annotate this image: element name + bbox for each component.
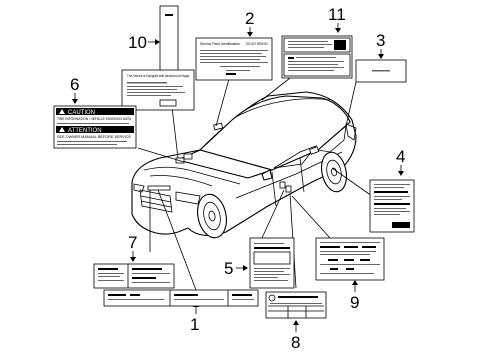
vehicle-illustration [131,91,357,239]
car-label-patch [147,185,171,191]
attention-line: SEE OWNER MANUAL BEFORE SERVICE [57,134,131,139]
car-label-patch [285,185,292,193]
callouts: 1 2 3 4 5 6 7 8 9 10 [70,5,405,352]
label-11 [281,35,353,79]
label-6: CAUTION TIRE INFORMATION / VEHICLE EMISS… [53,105,137,149]
car-mirror [261,169,273,181]
car-label-patch [183,153,193,160]
label-1 [103,289,259,307]
car-side-window-rear [317,125,347,153]
label-2-title: Service Parts Identification [200,41,240,46]
car-hood-line [143,166,241,185]
label-5 [249,237,295,289]
callout-1: 1 [190,315,199,334]
label-7 [93,263,175,289]
airbag-warning-text: This Vehicle is Equipped with Advanced A… [127,73,189,78]
front-wheel [197,193,227,239]
rear-wheel [320,151,348,193]
caution-line: TIRE INFORMATION / VEHICLE EMISSION DATA [57,116,131,121]
label-airbag-warning: This Vehicle is Equipped with Advanced A… [121,69,195,111]
car-door-line [271,157,305,207]
car-grille-bar [140,195,172,203]
car-label-patch [279,181,286,189]
callout-9: 9 [350,293,359,312]
callout-8: 8 [291,333,300,352]
callout-3: 3 [376,31,385,50]
callout-2: 2 [245,9,254,28]
car-hood-crease [149,175,213,187]
attention-heading: ATTENTION [68,128,102,134]
label-3 [355,59,407,83]
car-grille-bar [140,200,172,208]
car-headlight [175,191,201,205]
label-8 [265,291,327,319]
callout-10: 10 [128,33,147,52]
label-2: Service Parts Identification DO NOT REMO… [195,37,273,81]
car-roof-rail [233,98,331,119]
car-label-patch [309,146,320,155]
car-label-patch [213,122,224,131]
label-2-subtitle: DO NOT REMOVE [246,41,268,46]
callout-7: 7 [128,233,137,252]
label-9 [315,237,385,281]
callout-6: 6 [70,75,79,94]
leader-lines [137,67,373,291]
caution-heading: CAUTION [68,110,95,116]
car-side-window-front [273,145,318,169]
callout-11: 11 [328,5,346,24]
car-tail-light [345,123,357,141]
car-headlight-left [133,183,145,193]
label-4 [369,179,415,233]
callout-4: 4 [396,147,405,166]
label-10 [159,5,179,91]
callout-5: 5 [224,259,233,278]
